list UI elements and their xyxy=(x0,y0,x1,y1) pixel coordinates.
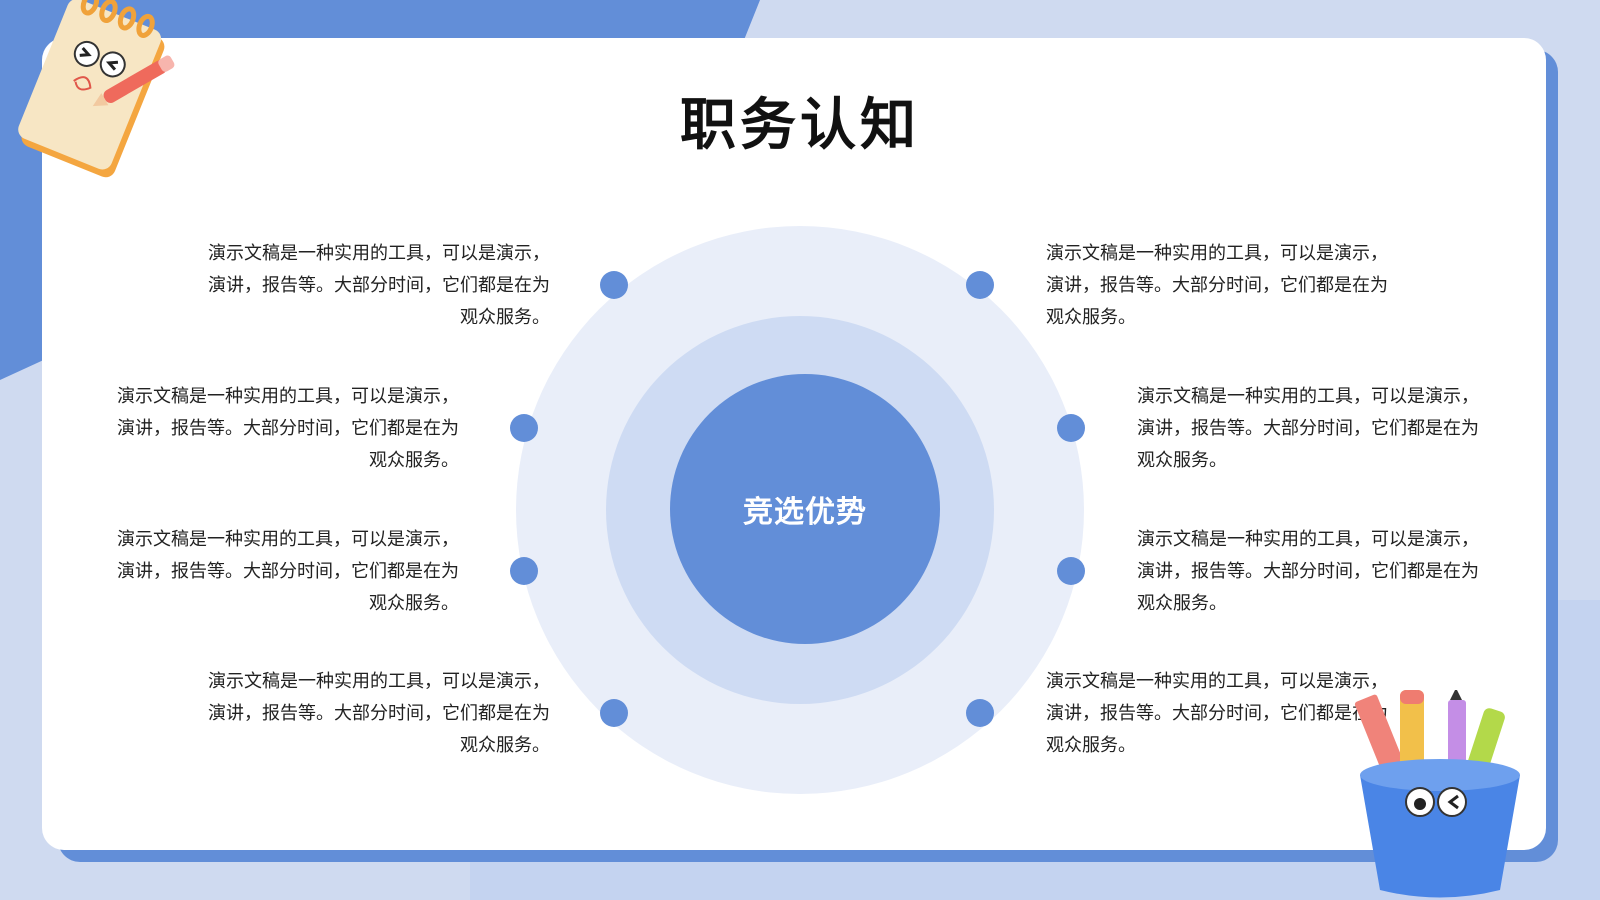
item-dot xyxy=(600,271,628,299)
item-dot xyxy=(966,699,994,727)
item-text-right-2: 演示文稿是一种实用的工具，可以是演示，演讲，报告等。大部分时间，它们都是在为观众… xyxy=(1137,386,1479,471)
item-text-right-3: 演示文稿是一种实用的工具，可以是演示，演讲，报告等。大部分时间，它们都是在为观众… xyxy=(1137,529,1479,614)
notebook-sticker-icon xyxy=(18,0,175,178)
item-dot xyxy=(510,414,538,442)
item-dot xyxy=(1057,557,1085,585)
center-circle xyxy=(670,374,940,644)
item-text-left-2: 演示文稿是一种实用的工具，可以是演示，演讲，报告等。大部分时间，它们都是在为观众… xyxy=(117,386,459,471)
pencil-cup-sticker-icon xyxy=(1354,690,1520,898)
item-dot xyxy=(600,699,628,727)
center-label: 竞选优势 xyxy=(743,495,867,530)
item-text-right-1: 演示文稿是一种实用的工具，可以是演示，演讲，报告等。大部分时间，它们都是在为观众… xyxy=(1046,243,1388,328)
item-text-left-4: 演示文稿是一种实用的工具，可以是演示，演讲，报告等。大部分时间，它们都是在为观众… xyxy=(208,671,550,756)
item-text-right-4: 演示文稿是一种实用的工具，可以是演示，演讲，报告等。大部分时间，它们都是在为观众… xyxy=(1046,671,1388,756)
item-dot xyxy=(1057,414,1085,442)
item-text-left-1: 演示文稿是一种实用的工具，可以是演示，演讲，报告等。大部分时间，它们都是在为观众… xyxy=(208,243,550,328)
slide-title: 职务认知 xyxy=(680,93,920,158)
item-text-left-3: 演示文稿是一种实用的工具，可以是演示，演讲，报告等。大部分时间，它们都是在为观众… xyxy=(117,529,459,614)
item-dot xyxy=(966,271,994,299)
item-dot xyxy=(510,557,538,585)
